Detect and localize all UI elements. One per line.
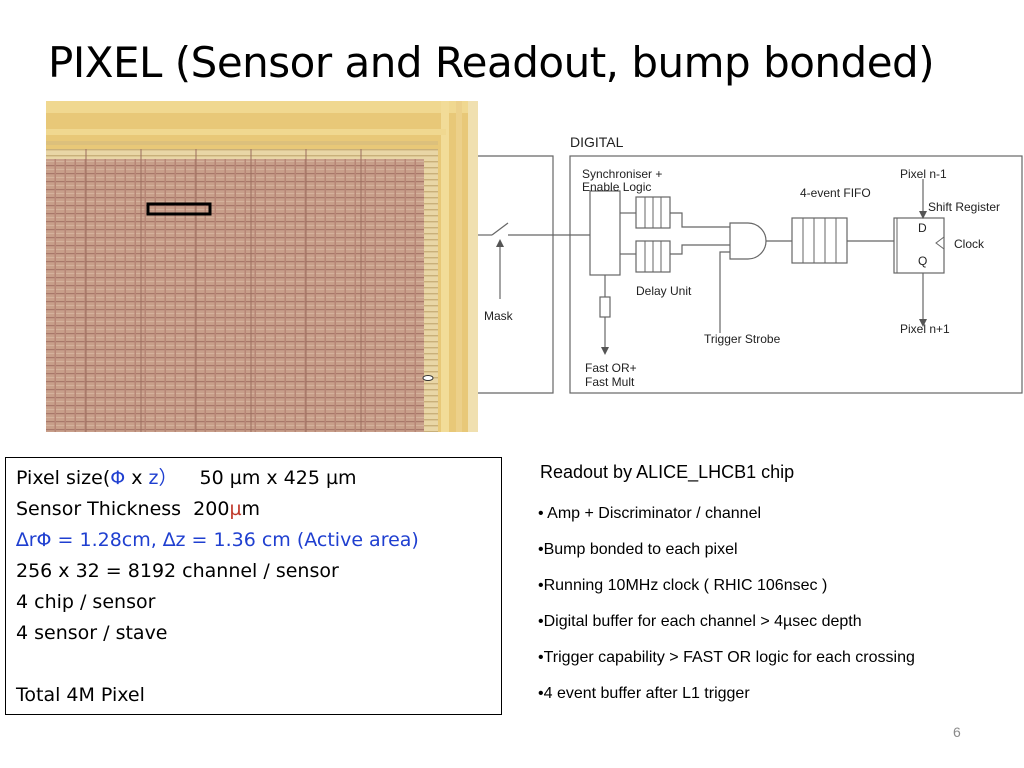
bullet-item: •Digital buffer for each channel > 4µsec… — [538, 613, 862, 630]
blank-row — [16, 649, 491, 680]
fast-or-label-2: Fast Mult — [585, 375, 635, 389]
pixel-size-value: 50 µm x 425 µm — [199, 467, 357, 489]
mask-label: Mask — [484, 309, 514, 323]
chips-row: 4 chip / sensor — [16, 591, 156, 613]
sensor-thickness-value: 200 — [193, 498, 230, 520]
readout-heading: Readout by ALICE_LHCB1 chip — [540, 462, 795, 482]
sensor-thickness-label: Sensor Thickness — [16, 498, 182, 520]
q-label: Q — [918, 254, 927, 268]
bullet-item: • Amp + Discriminator / channel — [538, 505, 762, 522]
bullet-item: •4 event buffer after L1 trigger — [538, 685, 750, 702]
trigger-strobe-label: Trigger Strobe — [704, 332, 781, 346]
unit-m: m — [241, 498, 261, 520]
slide-title: PIXEL (Sensor and Readout, bump bonded) — [48, 38, 935, 87]
bullet-item: •Bump bonded to each pixel — [538, 541, 738, 558]
pixel-next-label: Pixel n+1 — [900, 322, 950, 336]
delay-unit-label: Delay Unit — [636, 284, 692, 298]
chip-micrograph — [46, 101, 478, 432]
bullet-item: •Running 10MHz clock ( RHIC 106nsec ) — [538, 577, 828, 594]
channels-row: 256 x 32 = 8192 channel / sensor — [16, 560, 339, 582]
readout-block-diagram: DIGITAL Synchroniser + Enable Logic Dela… — [478, 134, 1023, 394]
bullet-item: •Trigger capability > FAST OR logic for … — [538, 649, 915, 666]
pixel-prev-label: Pixel n-1 — [900, 167, 947, 181]
sync-label-2: Enable Logic — [582, 180, 651, 194]
active-area-row: ∆rΦ = 1.28cm, ∆z = 1.36 cm (Active area) — [16, 529, 419, 551]
micro-symbol: µ — [229, 498, 242, 520]
fast-or-label-1: Fast OR+ — [585, 361, 637, 375]
pixel-size-row: Pixel size(Φ x z） 50 µm x 425 µm — [16, 463, 491, 494]
x-separator: x — [125, 467, 149, 489]
page-number: 6 — [953, 724, 961, 740]
digital-label: DIGITAL — [570, 134, 624, 150]
phi-symbol: Φ — [110, 467, 126, 489]
z-symbol: z） — [148, 467, 178, 489]
shift-register-label: Shift Register — [928, 200, 1000, 214]
sensor-thickness-row: Sensor Thickness 200µm — [16, 494, 491, 525]
d-label: D — [918, 221, 927, 235]
sync-label-1: Synchroniser + — [582, 167, 662, 181]
clock-label: Clock — [954, 237, 985, 251]
pixel-specs-box: Pixel size(Φ x z） 50 µm x 425 µm Sensor T… — [5, 457, 502, 715]
readout-bullet-list: • Amp + Discriminator / channel •Bump bo… — [538, 505, 915, 721]
sensors-row: 4 sensor / stave — [16, 622, 168, 644]
total-row: Total 4M Pixel — [16, 684, 145, 706]
pixel-size-prefix: Pixel size( — [16, 467, 111, 489]
fifo-label: 4-event FIFO — [800, 186, 871, 200]
